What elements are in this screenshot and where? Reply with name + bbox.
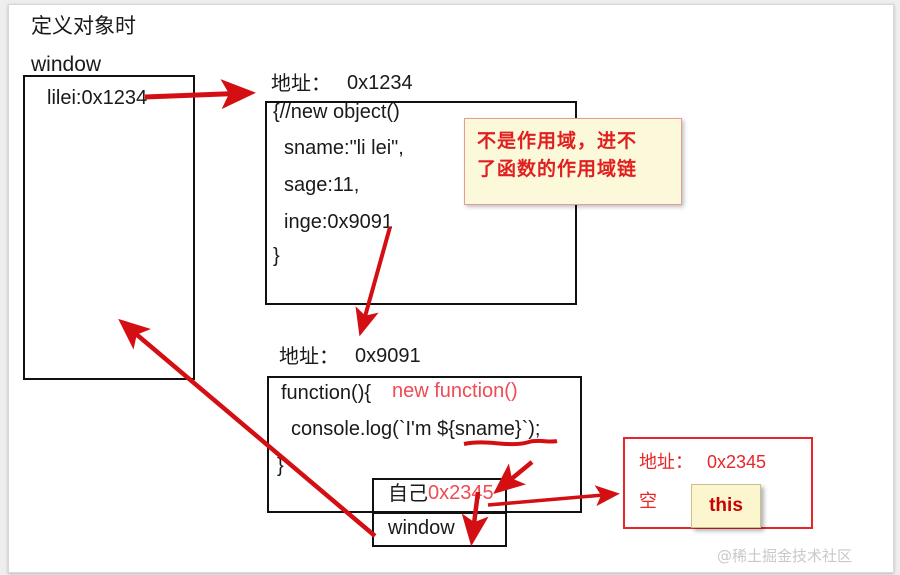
this-badge-label: this — [709, 495, 743, 516]
function-close: } — [277, 455, 284, 477]
function-annotation: new function() — [392, 380, 518, 402]
object-line-2: sage:11, — [284, 174, 360, 196]
scope-note-line-1: 不是作用域，进不 — [477, 130, 638, 152]
function-body: console.log(`I'm ${sname}`); — [291, 418, 541, 440]
this-badge: this — [691, 484, 761, 528]
object-line-3: inge:0x9091 — [284, 211, 393, 233]
function-scope-self-label: 自己 — [388, 481, 428, 505]
function-scope-self-value: 0x2345 — [428, 482, 494, 504]
diagram-page: 定义对象时 window lilei:0x1234 地址： 0x1234 {//… — [8, 4, 894, 573]
scope-note — [464, 118, 682, 205]
function-address-label: 地址： — [279, 344, 339, 368]
function-scope-window-label: window — [388, 517, 455, 539]
window-scope-entry: lilei:0x1234 — [47, 87, 148, 109]
scope-note-line-2: 了函数的作用域链 — [477, 158, 638, 180]
function-address-value: 0x9091 — [355, 345, 421, 367]
window-scope-box — [23, 75, 195, 380]
object-line-0: {//new object() — [273, 101, 400, 123]
page-title: 定义对象时 — [31, 14, 136, 38]
object-line-1: sname:"li lei", — [284, 137, 404, 159]
watermark: @稀土掘金技术社区 — [717, 547, 853, 565]
this-empty-label: 空 — [639, 491, 657, 512]
function-scope-table-divider — [372, 511, 507, 514]
object-address-label: 地址： — [271, 71, 331, 95]
this-address-value: 0x2345 — [707, 452, 767, 472]
object-line-4: } — [273, 245, 280, 267]
object-address-value: 0x1234 — [347, 72, 413, 94]
window-scope-label: window — [31, 53, 102, 76]
this-address-label: 地址： — [639, 452, 693, 473]
function-signature: function(){ — [281, 382, 372, 404]
